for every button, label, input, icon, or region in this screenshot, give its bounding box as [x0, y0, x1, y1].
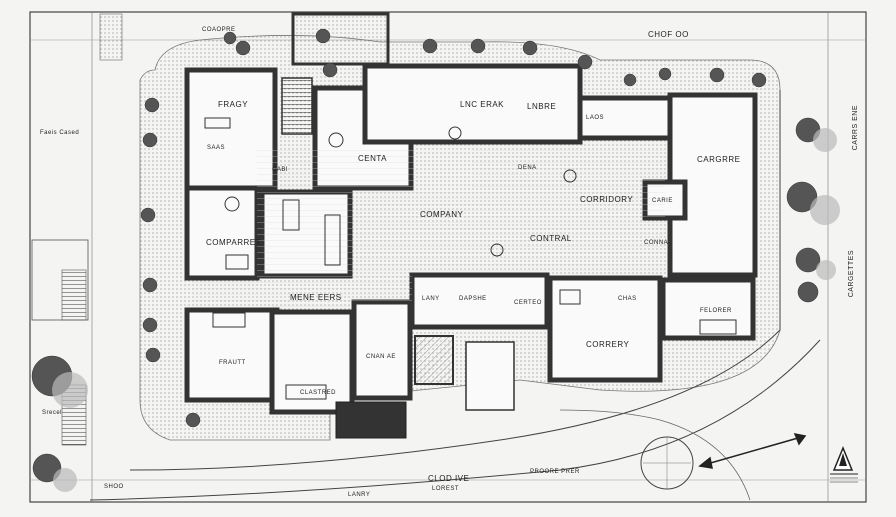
- road-edge: [129, 90, 781, 471]
- site-label: Faeis Cased: [40, 130, 80, 136]
- north-arrow-icon: [830, 446, 858, 483]
- site-label: COAOPRE: [202, 27, 236, 33]
- room-label: CLASTRED: [300, 390, 337, 396]
- south-west-room: [269, 309, 355, 415]
- room-label: COMPARRET: [206, 238, 262, 247]
- site-label: CLOD IVE: [428, 474, 470, 483]
- room-label: CERTEO: [514, 300, 542, 306]
- room-label: DAPSHE: [459, 296, 487, 302]
- room-label: CONNA: [644, 240, 669, 246]
- room-label: CORRIDORY: [580, 195, 634, 204]
- site-label: SHOO: [104, 484, 124, 490]
- site-label: PROORE PRER: [530, 469, 580, 475]
- room-label: CABI: [272, 167, 289, 173]
- room-label: LNC ERAK: [460, 100, 505, 109]
- room-label: CORRERY: [586, 340, 630, 349]
- tree-icon: [31, 28, 821, 483]
- site-label: LANRY: [348, 492, 371, 498]
- room-label: FELORER: [700, 308, 732, 314]
- entry-court: [291, 12, 390, 66]
- stair-south: [335, 401, 407, 439]
- room-label: CHAS: [618, 296, 637, 302]
- room-label: LAOS: [586, 115, 605, 121]
- site-label: LOREST: [432, 486, 460, 492]
- site-label: CARGETTES: [848, 250, 855, 298]
- site-label: CARRS ENE: [852, 105, 859, 151]
- adjacent-stair: [61, 269, 87, 321]
- room-label: LNBRE: [527, 102, 557, 111]
- road-edge: [89, 339, 821, 501]
- west-wing-mid: [184, 185, 260, 281]
- path-curve: [559, 409, 751, 501]
- room-label: FRAUTT: [219, 360, 246, 366]
- reception-desk: [465, 341, 515, 411]
- sheet-frame: [29, 11, 867, 503]
- furniture: [204, 117, 737, 400]
- adjacent-building: [31, 239, 89, 321]
- room-label: MENE EERS: [290, 293, 342, 302]
- room-label: DENA: [518, 165, 537, 171]
- room-label: FRAGY: [218, 100, 249, 109]
- room-label: CENTA: [358, 154, 388, 163]
- room-label: COMPANY: [420, 210, 464, 219]
- south-east-room: [547, 275, 663, 383]
- room-label: SAAS: [207, 145, 226, 151]
- room-label: CNAN AE: [366, 354, 396, 360]
- top-left-block: [99, 13, 123, 61]
- west-wing-south: [184, 307, 280, 403]
- site-label: CHOF OO: [648, 30, 689, 39]
- room-label: CONTRAL: [530, 234, 572, 243]
- north-hall: [362, 63, 583, 145]
- lift-shaft: [414, 335, 454, 385]
- tree-shadows: [52, 128, 840, 492]
- open-plan-floor: [192, 145, 665, 312]
- stair-north: [281, 77, 313, 135]
- room-label: LANY: [422, 296, 440, 302]
- south-room: [351, 299, 413, 401]
- site-label: Srecel: [42, 410, 63, 416]
- dimension-arrow-icon: [698, 432, 807, 469]
- room-label: CARIE: [652, 198, 673, 204]
- room-label: CARGRRE: [697, 155, 741, 164]
- east-service-room: [660, 277, 756, 341]
